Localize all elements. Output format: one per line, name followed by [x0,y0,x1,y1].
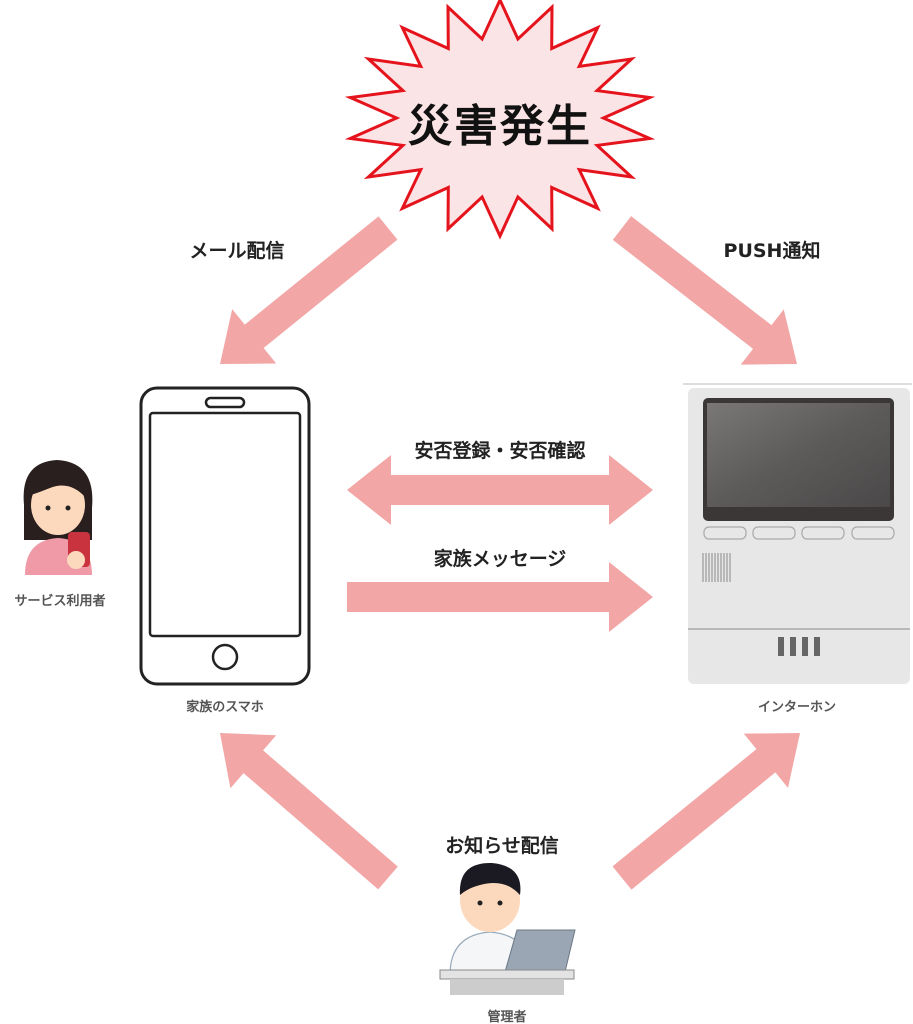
notice-to-phone-arrow [219,733,398,890]
mail-delivery-label: メール配信 [189,240,285,262]
safety-double-arrow [347,455,653,525]
notice-delivery-label: お知らせ配信 [445,835,559,857]
admin-illustration [439,862,576,995]
push-notification-label: PUSH通知 [723,240,821,262]
smartphone-icon [139,386,311,686]
family-message-arrow [347,562,653,632]
mail-arrow [220,216,398,365]
service-user-illustration [23,460,93,575]
intercom-caption: インターホン [757,700,837,715]
family-message-label: 家族メッセージ [433,548,567,570]
admin-caption: 管理者 [487,1010,527,1024]
safety-check-label: 安否登録・安否確認 [414,440,586,462]
disaster-title: 災害発生 [408,101,592,152]
disaster-starburst [344,0,656,240]
push-arrow [612,216,798,365]
intercom-icon [683,383,912,684]
phone-caption: 家族のスマホ [186,700,264,715]
service-user-caption: サービス利用者 [14,594,106,609]
notice-to-intercom-arrow [612,732,801,890]
